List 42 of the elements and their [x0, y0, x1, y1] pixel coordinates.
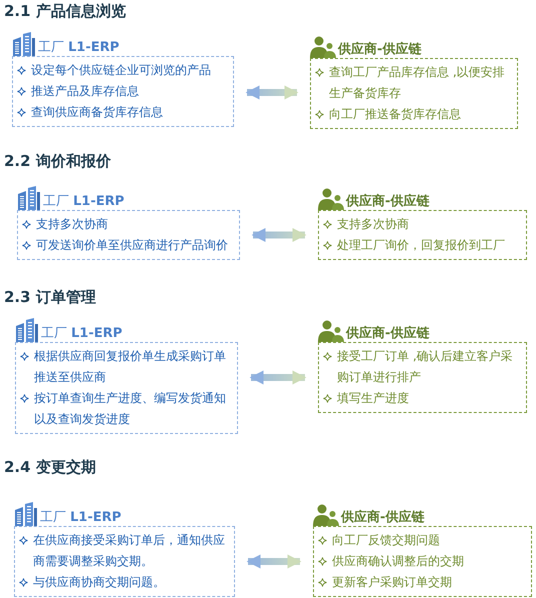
list-item: 接受工厂订单 ,确认后建立客户采购订单进行排产	[337, 348, 514, 386]
dashed-box	[318, 342, 527, 413]
dashed-box	[12, 56, 234, 127]
box-heading: 工厂 L1-ERP	[41, 326, 122, 342]
box-heading: 工厂 L1-ERP	[43, 194, 124, 210]
list-item: 设定每个供应链企业可浏览的产品	[31, 62, 211, 79]
box-heading: 工厂 L1-ERP	[38, 40, 120, 56]
section-heading: 2.1 产品信息浏览	[4, 2, 126, 21]
list-item: 填写生产进度	[337, 390, 409, 407]
list-item: 更新客户采购订单交期	[332, 574, 452, 591]
double-arrow	[250, 370, 306, 384]
list-item: 向工厂反馈交期问题	[332, 532, 440, 549]
box-heading: 供应商-供应链	[341, 510, 424, 526]
box-heading: 供应商-供应链	[338, 42, 422, 58]
list-item: 查询供应商备货库存信息	[31, 104, 163, 121]
list-item: 按订单查询生产进度、编写发货通知以及查询发货进度	[34, 390, 227, 428]
list-item: 在供应商接受采购订单后，通知供应商需要调整采购交期。	[33, 532, 226, 570]
dashed-box	[14, 526, 235, 597]
dashed-box	[318, 210, 527, 260]
list-item: 根据供应商回复报价单生成采购订单推送至供应商	[34, 348, 227, 386]
double-arrow	[252, 228, 306, 242]
list-item: 供应商确认调整后的交期	[332, 553, 464, 570]
list-item: 可发送询价单至供应商进行产品询价	[36, 237, 228, 254]
box-heading: 供应商-供应链	[346, 194, 430, 210]
box-heading: 工厂 L1-ERP	[40, 510, 122, 526]
double-arrow	[246, 554, 302, 568]
list-item: 查询工厂产品库存信息 ,以便安排生产备货库存	[329, 64, 506, 102]
box-heading: 供应商-供应链	[346, 326, 430, 342]
list-item: 支持多次协商	[337, 216, 409, 233]
list-item: 推送产品及库存信息	[31, 83, 139, 100]
dashed-box	[313, 526, 532, 597]
list-item: 处理工厂询价，回复报价到工厂	[337, 237, 505, 254]
double-arrow	[246, 86, 298, 100]
list-item: 支持多次协商	[36, 216, 108, 233]
section-heading: 2.4 变更交期	[4, 458, 96, 477]
list-item: 向工厂推送备货库存信息	[329, 106, 461, 123]
dashed-box	[310, 58, 518, 129]
section-heading: 2.3 订单管理	[4, 288, 96, 307]
dashed-box	[17, 210, 240, 260]
section-heading: 2.2 询价和报价	[4, 152, 111, 171]
dashed-box	[15, 342, 238, 434]
list-item: 与供应商协商交期问题。	[33, 574, 165, 591]
